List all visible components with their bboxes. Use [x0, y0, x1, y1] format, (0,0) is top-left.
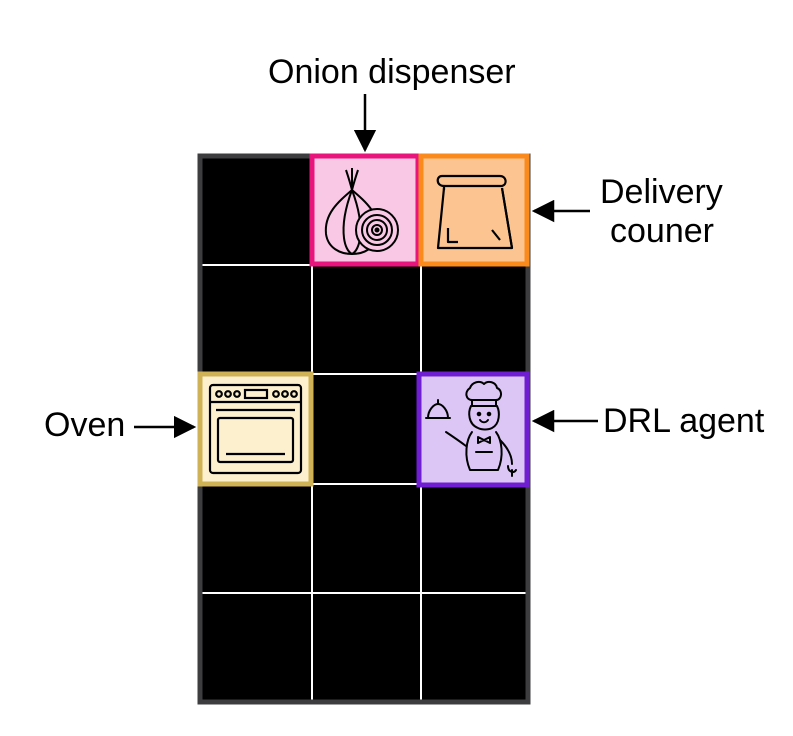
oven-cell	[197, 371, 314, 487]
delivery-counter-cell	[418, 153, 530, 267]
delivery-counter-label-line2: couner	[610, 212, 714, 250]
onion-dispenser-cell	[309, 153, 421, 267]
oven-icon	[208, 383, 303, 475]
delivery-counter-label-line1: Delivery	[600, 173, 723, 211]
paper-bag-icon	[436, 174, 514, 250]
agent-label: DRL agent	[603, 402, 765, 440]
onion-dispenser-label: Onion dispenser	[268, 53, 516, 91]
agent-cell	[416, 371, 530, 488]
chef-waiter-icon	[425, 380, 517, 477]
oven-label: Oven	[44, 406, 126, 444]
onion-icon	[324, 168, 399, 256]
annotation-arrows	[134, 94, 598, 439]
